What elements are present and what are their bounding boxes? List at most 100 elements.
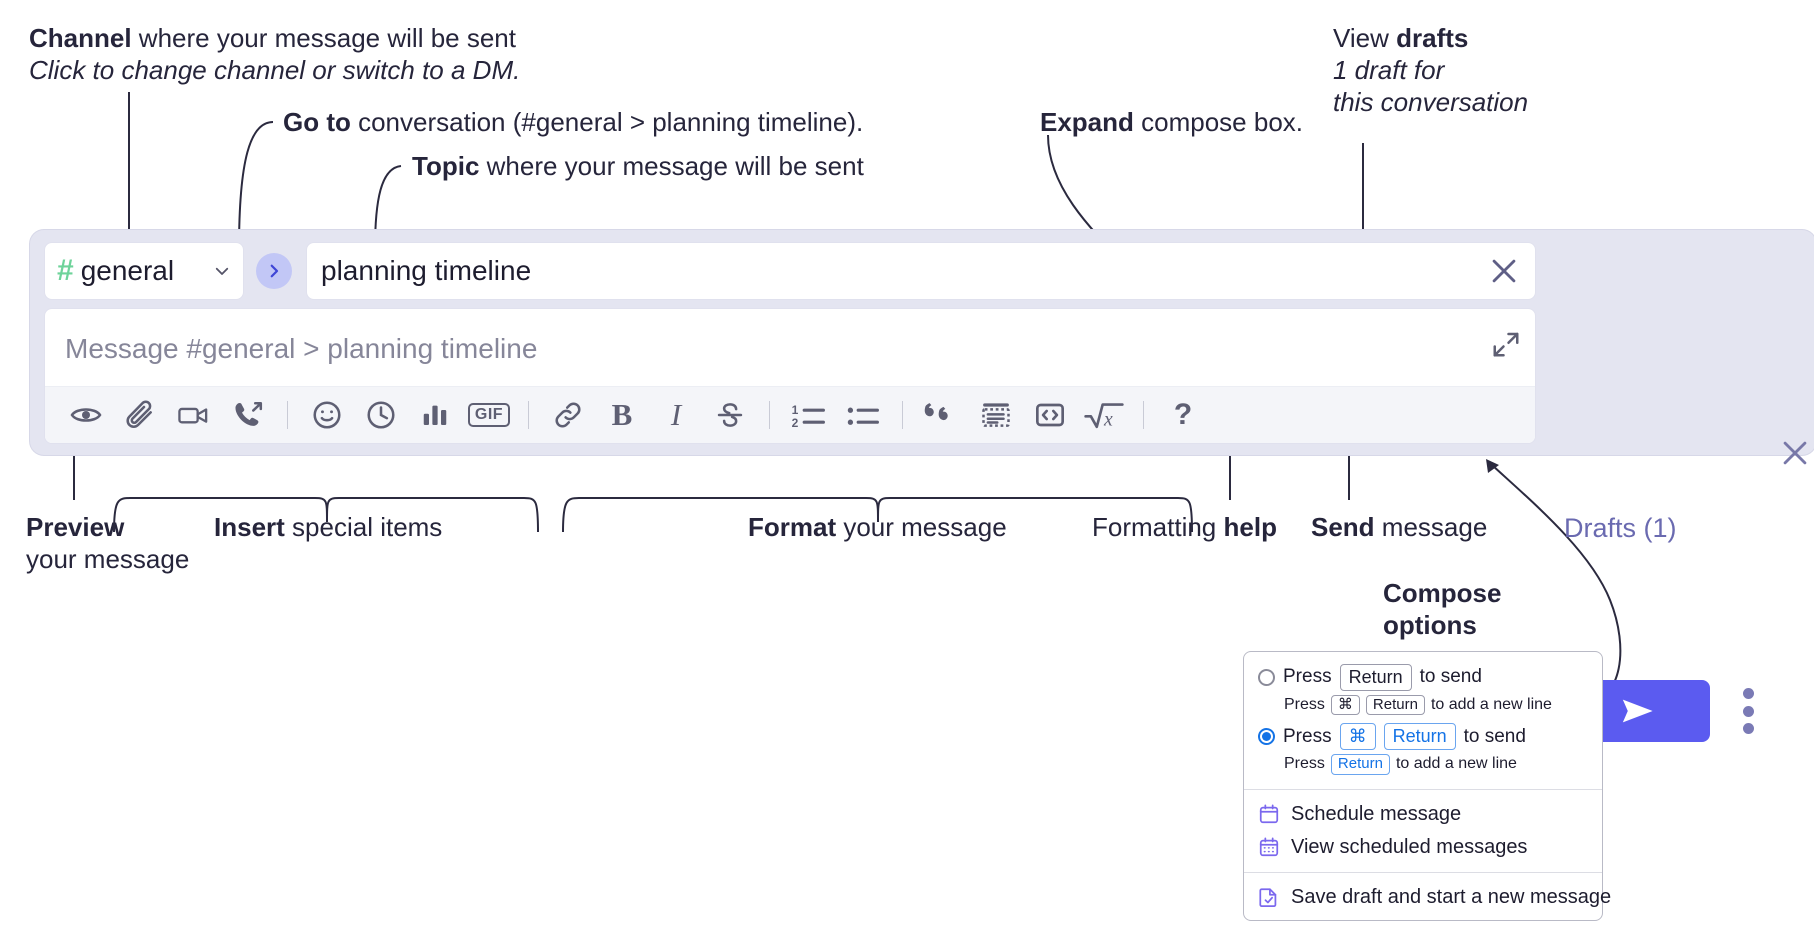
bulleted-list-icon[interactable] [836,393,890,437]
annotation-format-rest: your message [836,512,1007,542]
annotation-insert: Insert special items [214,511,442,543]
audio-call-icon[interactable] [221,393,275,437]
toolbar-separator [1143,401,1144,429]
clock-icon[interactable] [354,393,408,437]
italic-icon[interactable]: I [649,393,703,437]
option2-press: Press [1283,725,1332,747]
link-icon[interactable] [541,393,595,437]
option2-sub-key-return: Return [1330,753,1390,775]
help-icon[interactable]: ? [1156,393,1210,437]
annotation-goto: Go to conversation (#general > planning … [283,106,863,138]
send-icon [1622,699,1653,723]
annotation-preview-bold: Preview [26,512,125,542]
annotation-channel: Channel where your message will be sent … [29,22,520,86]
calendar-icon [1259,804,1279,824]
message-placeholder: Message #general > planning timeline [65,333,538,364]
annotation-channel-bold: Channel [29,23,132,53]
toolbar-separator [769,401,770,429]
video-icon[interactable] [167,393,221,437]
option1-sub-rest: to add a new line [1430,695,1552,713]
send-option-cmd-return[interactable]: Press ⌘ Return to send [1244,721,1602,752]
message-input-box[interactable]: Message #general > planning timeline [44,308,1536,444]
menu-item-label: Schedule message [1291,802,1462,825]
close-icon[interactable] [1487,254,1521,288]
compose-inner: # general planning timeline Message #gen… [44,242,1536,444]
menu-item-schedule-message[interactable]: Schedule message [1244,798,1602,831]
help-label: ? [1173,398,1193,431]
math-icon[interactable]: x [1077,393,1131,437]
calendar-grid-icon [1259,837,1279,857]
annotation-compose-line1: Compose [1383,578,1502,608]
code-block-icon[interactable] [969,393,1023,437]
option2-sub-press: Press [1284,755,1325,773]
preview-icon[interactable] [59,393,113,437]
option2-sub-rest: to add a new line [1395,755,1517,773]
annotation-help-bold: help [1223,512,1277,542]
annotation-channel-rest: where your message will be sent [131,23,516,53]
option1-sub-key-cmd: ⌘ [1330,694,1360,716]
chevron-right-icon [270,264,279,278]
annotation-preview: Preview your message [26,511,189,575]
blockquote-icon[interactable] [915,393,969,437]
option2-to-send: to send [1463,725,1526,747]
radio-return[interactable] [1258,668,1275,686]
bold-label: B [611,397,633,432]
annotation-drafts-italic-2: this conversation [1333,87,1529,118]
annotation-format-bold: Format [748,512,837,542]
kebab-dot [1742,705,1754,717]
topic-input[interactable]: planning timeline [306,242,1536,300]
option1-sub-key-return: Return [1365,694,1425,716]
chevron-down-icon [215,267,229,275]
annotation-channel-italic: Click to change channel or switch to a D… [29,55,521,86]
compose-options-button[interactable] [1736,688,1760,734]
toolbar-separator [902,401,903,429]
svg-text:2: 2 [792,416,799,430]
gif-label: GIF [467,403,511,427]
option1-sub-press: Press [1284,695,1325,713]
send-option-return[interactable]: Press Return to send [1244,662,1602,693]
attachment-icon[interactable] [113,393,167,437]
option1-to-send: to send [1419,666,1482,688]
hash-icon: # [57,254,74,287]
annotation-expand: Expand compose box. [1040,106,1303,138]
option2-key-return: Return [1383,723,1456,750]
panel-close-icon[interactable] [1778,436,1812,470]
menu-item-save-draft[interactable]: Save draft and start a new message [1244,881,1611,914]
svg-text:1: 1 [792,403,799,417]
topic-value: planning timeline [321,255,532,286]
goto-conversation-button[interactable] [256,253,292,289]
poll-icon[interactable] [408,393,462,437]
option1-key-return: Return [1339,664,1412,691]
option2-key-cmd: ⌘ [1339,723,1376,750]
channel-name-label: general [80,255,175,286]
toolbar-separator [287,401,288,429]
annotation-drafts-prefix: View [1333,23,1397,53]
annotation-insert-bold: Insert [214,512,285,542]
strikethrough-icon[interactable] [703,393,757,437]
menu-item-label: Save draft and start a new message [1291,885,1612,908]
code-icon[interactable] [1023,393,1077,437]
bold-icon[interactable]: B [595,393,649,437]
annotation-drafts-bold: drafts [1396,23,1469,53]
annotation-help-prefix: Formatting [1092,512,1224,542]
annotation-expand-bold: Expand [1040,107,1134,137]
compose-options-menu: Press Return to send Press ⌘ Return to a… [1243,651,1611,921]
radio-cmd-return[interactable] [1258,728,1275,745]
annotation-send-rest: message [1374,512,1488,542]
send-option-return-hint: Press ⌘ Return to add a new line [1244,693,1602,722]
annotation-format: Format your message [748,511,1007,543]
save-draft-icon [1259,888,1277,908]
channel-selector[interactable]: # general [44,242,244,300]
compose-header-row: # general planning timeline [44,242,1536,300]
annotation-drafts: View drafts 1 draft for this conversatio… [1333,22,1528,119]
annotation-formatting-help: Formatting help [1092,511,1277,543]
menu-divider [1244,788,1602,790]
annotation-send: Send message [1311,511,1487,543]
drafts-link[interactable]: Drafts (1) [1564,513,1677,543]
menu-item-view-scheduled[interactable]: View scheduled messages [1244,831,1602,864]
expand-icon[interactable] [1491,329,1521,359]
emoji-icon[interactable] [300,393,354,437]
gif-icon[interactable]: GIF [462,393,516,437]
